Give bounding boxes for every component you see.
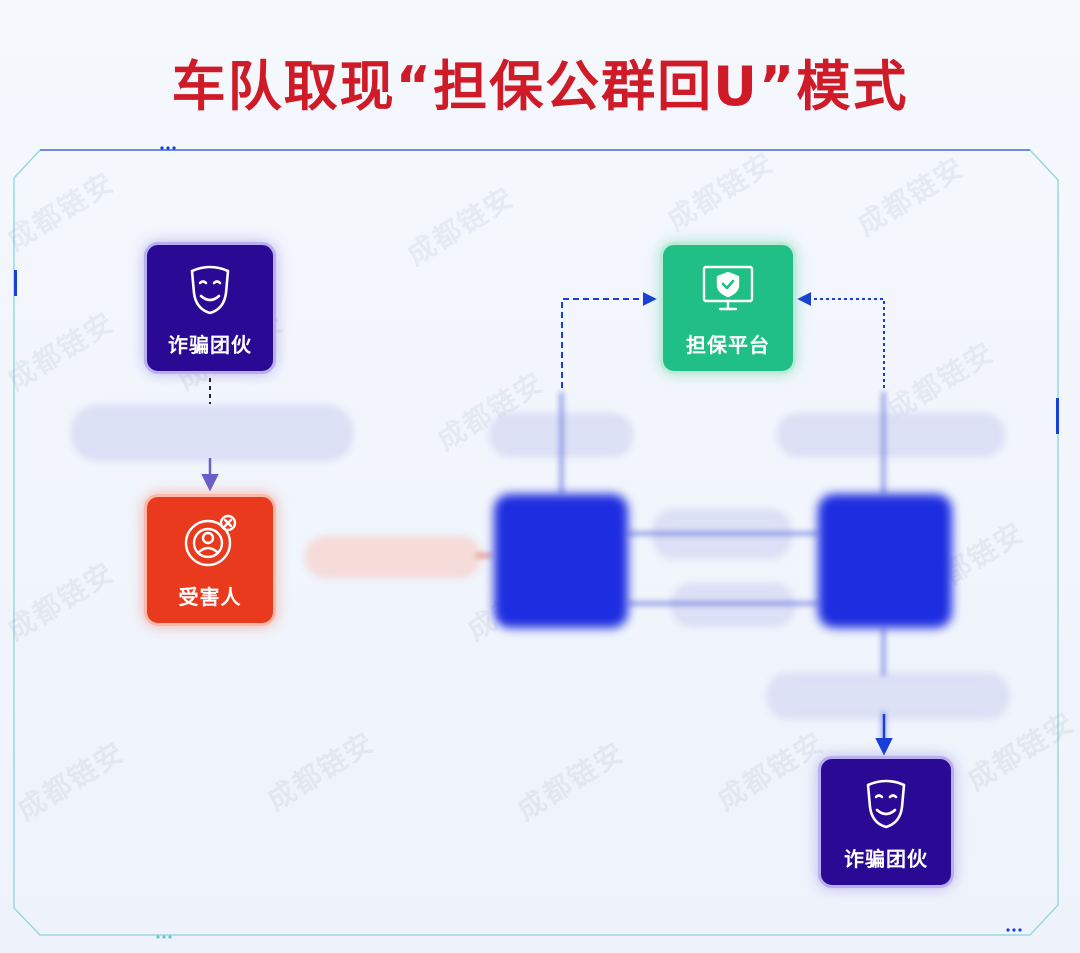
victim-node: 受害人	[144, 494, 276, 626]
diagram-title: 车队取现“担保公群回U”模式	[171, 55, 909, 118]
fraud-gang-node-bottom: 诈骗团伙	[818, 756, 954, 888]
blurred-label	[778, 414, 1004, 456]
blurred-connector	[882, 392, 885, 494]
mask-icon	[866, 779, 906, 828]
victim-target-icon	[184, 514, 237, 566]
blurred-node	[494, 494, 628, 628]
left-to-platform-arrow	[561, 292, 657, 388]
node-label: 诈骗团伙	[168, 332, 252, 357]
blurred-label	[72, 406, 352, 460]
shield-monitor-icon	[702, 265, 754, 310]
blurred-connector	[628, 532, 818, 535]
blurred-label	[672, 584, 794, 626]
guarantee-platform-node: 担保平台	[660, 242, 796, 374]
blurred-connector	[882, 628, 885, 676]
node-label: 担保平台	[686, 332, 770, 357]
blurred-label	[768, 674, 1008, 718]
node-label: 受害人	[178, 584, 242, 609]
node-label: 诈骗团伙	[844, 846, 928, 871]
blurred-connector	[560, 392, 563, 494]
mask-icon	[190, 265, 230, 314]
blurred-label	[306, 537, 480, 577]
blurred-connector	[476, 554, 492, 557]
blurred-node	[818, 494, 952, 628]
blurred-connector	[628, 602, 818, 605]
fraud-gang-node-top: 诈骗团伙	[144, 242, 276, 374]
right-to-platform-arrow	[797, 292, 885, 388]
